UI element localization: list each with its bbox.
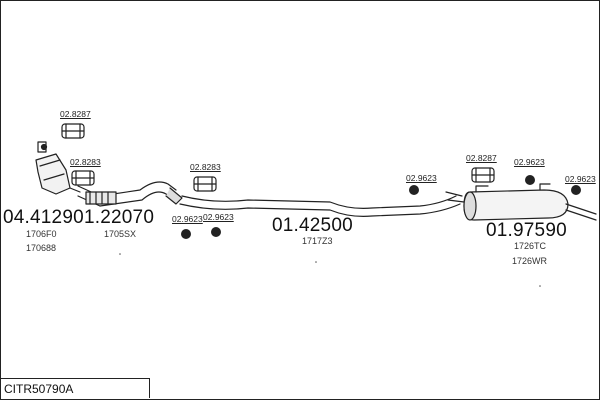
hanger-label-d: 02.9623 [514,157,545,167]
clamp-label-b: 02.8283 [70,157,101,167]
hanger-mark-a [181,229,191,239]
hangers [181,175,581,239]
front-pipe-drawing [69,181,183,207]
catalyst-ref-1: 1706F0 [26,229,57,239]
hanger-label-c: 02.9623 [406,173,437,183]
hanger-mark-c [409,185,419,195]
clamp-label-c: 02.8283 [190,162,221,172]
rear-silencer-part-number: 01.97590 [486,220,567,241]
front-pipe-ref-1: 1705SX [104,229,137,239]
rear-silencer-ref-1: 1726TC [514,241,547,251]
clamp-drawing-a [61,123,85,139]
hanger-label-b: 02.9623 [203,212,234,222]
hanger-label-a: 02.9623 [172,214,203,224]
catalyst-part-number: 04.41290 [3,207,84,228]
clamp-drawing-b [71,170,95,186]
catalyst-drawing [35,141,71,195]
clamp-drawing-c [193,176,217,192]
clamp-label-a: 02.8287 [60,109,91,119]
catalyst-ref-2: 170688 [26,243,57,253]
clamp-drawing-d [471,167,495,183]
front-pipe-part-number: 1.22070 [84,207,155,228]
rear-silencer-ref-2: 1726WR [512,256,548,266]
clamp-label-d: 02.8287 [466,153,497,163]
hanger-mark-b [211,227,221,237]
hanger-label-e: 02.9623 [565,174,596,184]
middle-pipe-part-number: 01.42500 [272,215,353,236]
middle-pipe-ref-1: 1717Z3 [302,236,333,246]
rear-silencer-drawing [463,183,597,221]
hanger-mark-d [525,175,535,185]
hanger-mark-e [571,185,581,195]
system-code: CITR50790A [0,378,150,398]
middle-pipe-drawing [179,191,465,217]
